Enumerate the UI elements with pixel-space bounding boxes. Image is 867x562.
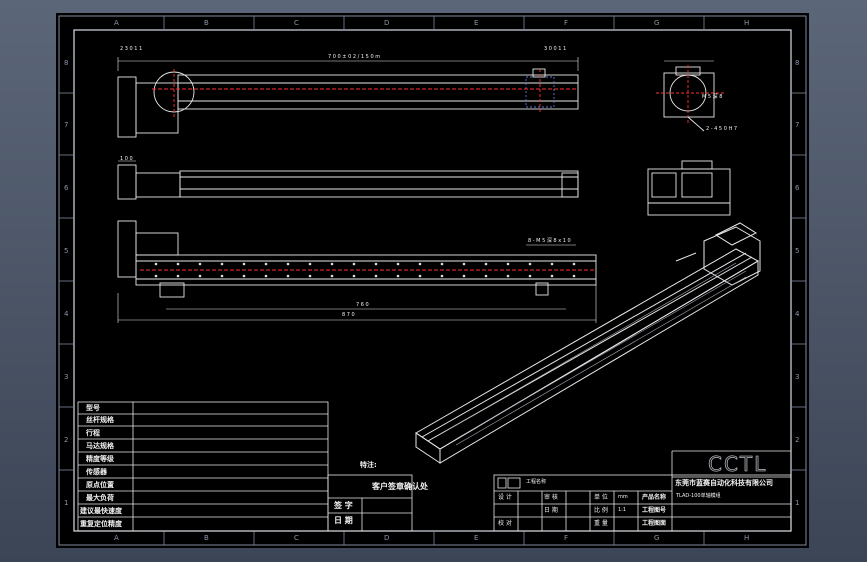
param-table-grid — [77, 401, 329, 532]
product-name-label: 产品名称 — [642, 494, 667, 501]
ruler-col-e-bottom: E — [474, 534, 479, 542]
dim-end-note: M 5 深 8 — [702, 94, 723, 100]
drawing-canvas — [58, 15, 807, 546]
ruler-col-c: C — [294, 19, 299, 27]
ruler-col-d: D — [384, 19, 390, 27]
isometric-view — [415, 222, 761, 464]
review-label: 审 核 — [544, 494, 558, 501]
ruler-row-4-right: 4 — [795, 310, 800, 318]
plan-view-holes — [154, 262, 576, 278]
ruler-row-3: 3 — [64, 373, 69, 381]
ruler-row-5: 5 — [64, 247, 69, 255]
weight-label: 重 量 — [594, 520, 608, 527]
drawing-no-label-2: 工程图面 — [642, 520, 667, 527]
product-name: TLAD-100单轴模组 — [676, 493, 721, 499]
ruler-row-5-right: 5 — [795, 247, 800, 255]
ruler-row-6-right: 6 — [795, 184, 800, 192]
end-view-top — [656, 60, 724, 132]
unit-value: mm — [618, 494, 628, 500]
dim-side: 1 0 0 — [120, 156, 133, 162]
ruler-row-7-right: 7 — [795, 121, 800, 129]
ruler-col-h: H — [744, 19, 750, 27]
plan-view — [117, 220, 597, 323]
ruler-col-a-bottom: A — [114, 534, 119, 542]
isometric-rail-detail — [445, 262, 747, 446]
ruler-col-e: E — [474, 19, 479, 27]
design-label: 设 计 — [498, 494, 512, 501]
ruler-col-g: G — [654, 19, 660, 27]
front-view — [117, 160, 579, 200]
dim-end-note-2: 2 - 4 5 0 H 7 — [706, 126, 738, 132]
company-logo: CCTL — [708, 452, 768, 476]
customer-block-grid — [327, 474, 413, 532]
param-label-sensor: 传感器 — [86, 468, 107, 476]
param-label-motor: 马达规格 — [86, 442, 114, 450]
top-view — [117, 57, 579, 138]
ruler-col-f: F — [564, 19, 569, 27]
customer-title: 客户签章确认处 — [372, 482, 428, 491]
dim-left-top: 2 3 0 1 1 — [120, 46, 143, 52]
outer-frame — [58, 15, 807, 546]
dim-hole-note: 8 - M 5 深 8 x 1 0 — [528, 238, 571, 244]
ruler-col-f-bottom: F — [564, 534, 569, 542]
param-label-speed: 建议最快速度 — [80, 507, 122, 515]
param-label-model: 型号 — [86, 404, 100, 412]
param-label-accuracy: 精度等级 — [86, 455, 114, 463]
scale-value: 1:1 — [618, 507, 627, 513]
drawing-no-label: 工程图号 — [642, 507, 667, 514]
ruler-row-4: 4 — [64, 310, 69, 318]
customer-sign-label: 签 字 — [334, 501, 353, 510]
ruler-row-1: 1 — [64, 499, 69, 507]
ruler-row-3-right: 3 — [795, 373, 800, 381]
param-label-stroke: 行程 — [86, 429, 100, 437]
ruler-row-7: 7 — [64, 121, 69, 129]
drawing-sheet: A B C D E F G H A B C D E F G H 8 7 6 5 … — [56, 13, 809, 548]
param-label-screw: 丝杆规格 — [86, 416, 114, 424]
param-label-origin: 原点位置 — [86, 481, 114, 489]
param-label-load: 最大负荷 — [86, 494, 114, 502]
ruler-col-d-bottom: D — [384, 534, 390, 542]
dim-overall-length: 7 0 0 ± 0 2 / 1 5 0 m — [328, 54, 381, 60]
company-name: 东莞市蓝赛自动化科技有限公司 — [675, 479, 773, 487]
ruler-row-1-right: 1 — [795, 499, 800, 507]
ruler-row-8: 8 — [64, 59, 69, 67]
project-name-label: 工程名称 — [526, 479, 547, 485]
ruler-col-b: B — [204, 19, 209, 27]
ruler-col-c-bottom: C — [294, 534, 299, 542]
ruler-col-b-bottom: B — [204, 534, 209, 542]
ruler-col-h-bottom: H — [744, 534, 750, 542]
dim-bottom-total: 8 7 0 — [342, 312, 355, 318]
ruler-col-a: A — [114, 19, 119, 27]
ruler-col-g-bottom: G — [654, 534, 660, 542]
ruler-ticks — [59, 16, 806, 545]
ruler-row-2: 2 — [64, 436, 69, 444]
param-label-repeat: 重复定位精度 — [80, 520, 122, 528]
date-label: 日 期 — [544, 507, 558, 514]
ruler-row-6: 6 — [64, 184, 69, 192]
unit-label: 单 位 — [594, 494, 608, 501]
dim-bottom-inner: 7 6 0 — [356, 302, 369, 308]
scale-label: 比 例 — [594, 507, 608, 514]
ruler-row-2-right: 2 — [795, 436, 800, 444]
end-view-bottom — [647, 160, 731, 216]
inner-frame — [73, 29, 792, 532]
dim-right-top: 3 0 0 1 1 — [544, 46, 567, 52]
ruler-row-8-right: 8 — [795, 59, 800, 67]
notes-label: 特注: — [360, 461, 377, 469]
title-block-grid — [493, 450, 792, 532]
customer-date-label: 日 期 — [334, 516, 353, 525]
check-label: 校 对 — [498, 520, 512, 527]
